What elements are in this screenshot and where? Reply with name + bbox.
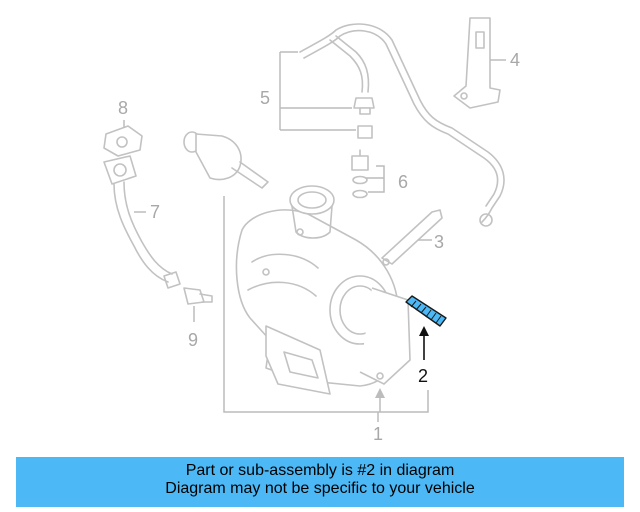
actuator-rod-part-3 [381, 209, 443, 266]
fitting-part-9 [183, 287, 213, 305]
callout-8: 8 [118, 98, 128, 118]
banjo-fittings [351, 97, 375, 199]
callout-1: 1 [373, 424, 383, 444]
turbocharger-body [235, 185, 411, 395]
callout-7: 7 [150, 202, 160, 222]
callout-4: 4 [510, 50, 520, 70]
callout-9: 9 [188, 330, 198, 350]
leader-lines [123, 51, 506, 422]
bracket-part-4 [453, 17, 501, 109]
turbocharger-parts-diagram: 8 5 4 6 7 3 9 2 1 [103, 17, 520, 444]
oil-return-pipe-part-7 [103, 155, 181, 289]
wastegate-actuator [183, 131, 269, 189]
info-banner: Part or sub-assembly is #2 in diagram Di… [16, 457, 624, 507]
callout-2[interactable]: 2 [418, 366, 428, 386]
banner-line-disclaimer: Diagram may not be specific to your vehi… [165, 480, 475, 497]
oil-feed-pipe [299, 23, 505, 227]
stud-part-2-highlighted[interactable] [405, 295, 447, 327]
banner-line-part-number: Part or sub-assembly is #2 in diagram [185, 462, 455, 479]
callout-6: 6 [398, 172, 408, 192]
callout-5: 5 [260, 88, 270, 108]
callout-3: 3 [434, 232, 444, 252]
gasket-part-8 [103, 125, 143, 157]
